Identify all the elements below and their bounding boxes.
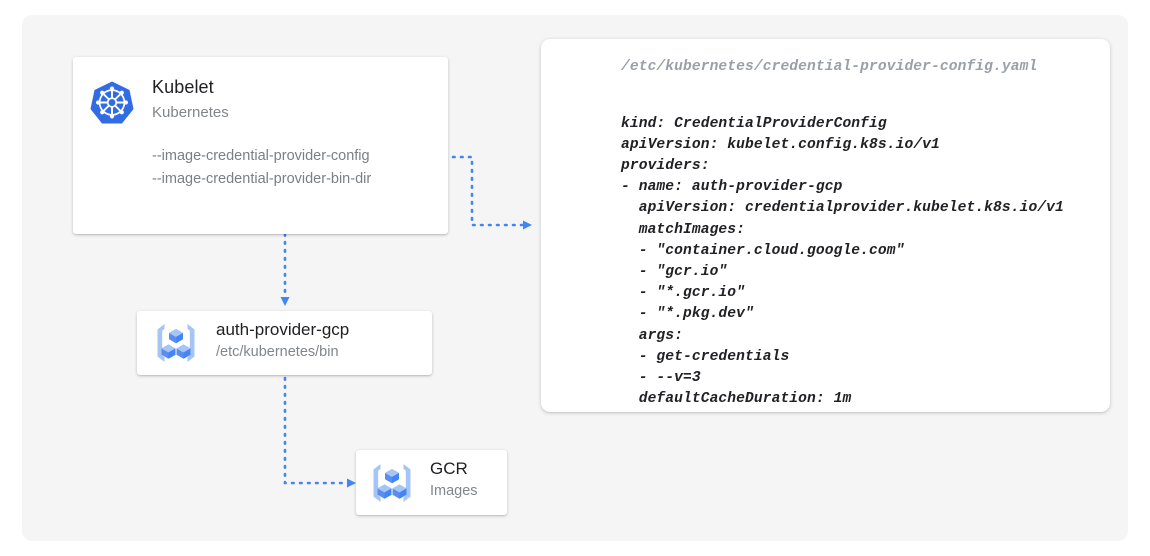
gcp-container-registry-icon	[157, 324, 195, 362]
gcr-title: GCR	[430, 459, 468, 478]
kubernetes-wheel-icon	[90, 81, 134, 124]
gcp-container-registry-icon	[373, 464, 411, 502]
auth-provider-card[interactable]: auth-provider-gcp /etc/kubernetes/bin	[137, 311, 432, 375]
kubelet-card[interactable]: Kubelet Kubernetes --image-credential-pr…	[73, 57, 448, 234]
auth-provider-subtitle: /etc/kubernetes/bin	[216, 344, 339, 360]
kubelet-subtitle: Kubernetes	[152, 104, 229, 121]
kubelet-flag-bin-dir: --image-credential-provider-bin-dir	[152, 171, 372, 187]
kubelet-title: Kubelet	[152, 77, 214, 97]
config-file-content: kind: CredentialProviderConfig apiVersio…	[621, 115, 1064, 408]
auth-provider-title: auth-provider-gcp	[216, 320, 350, 339]
config-file-path: /etc/kubernetes/credential-provider-conf…	[621, 59, 1038, 75]
kubelet-flag-config: --image-credential-provider-config	[152, 148, 370, 164]
gcr-subtitle: Images	[430, 483, 478, 499]
gcr-card[interactable]: GCR Images	[356, 450, 507, 515]
credential-provider-config-panel[interactable]: /etc/kubernetes/credential-provider-conf…	[541, 39, 1110, 412]
